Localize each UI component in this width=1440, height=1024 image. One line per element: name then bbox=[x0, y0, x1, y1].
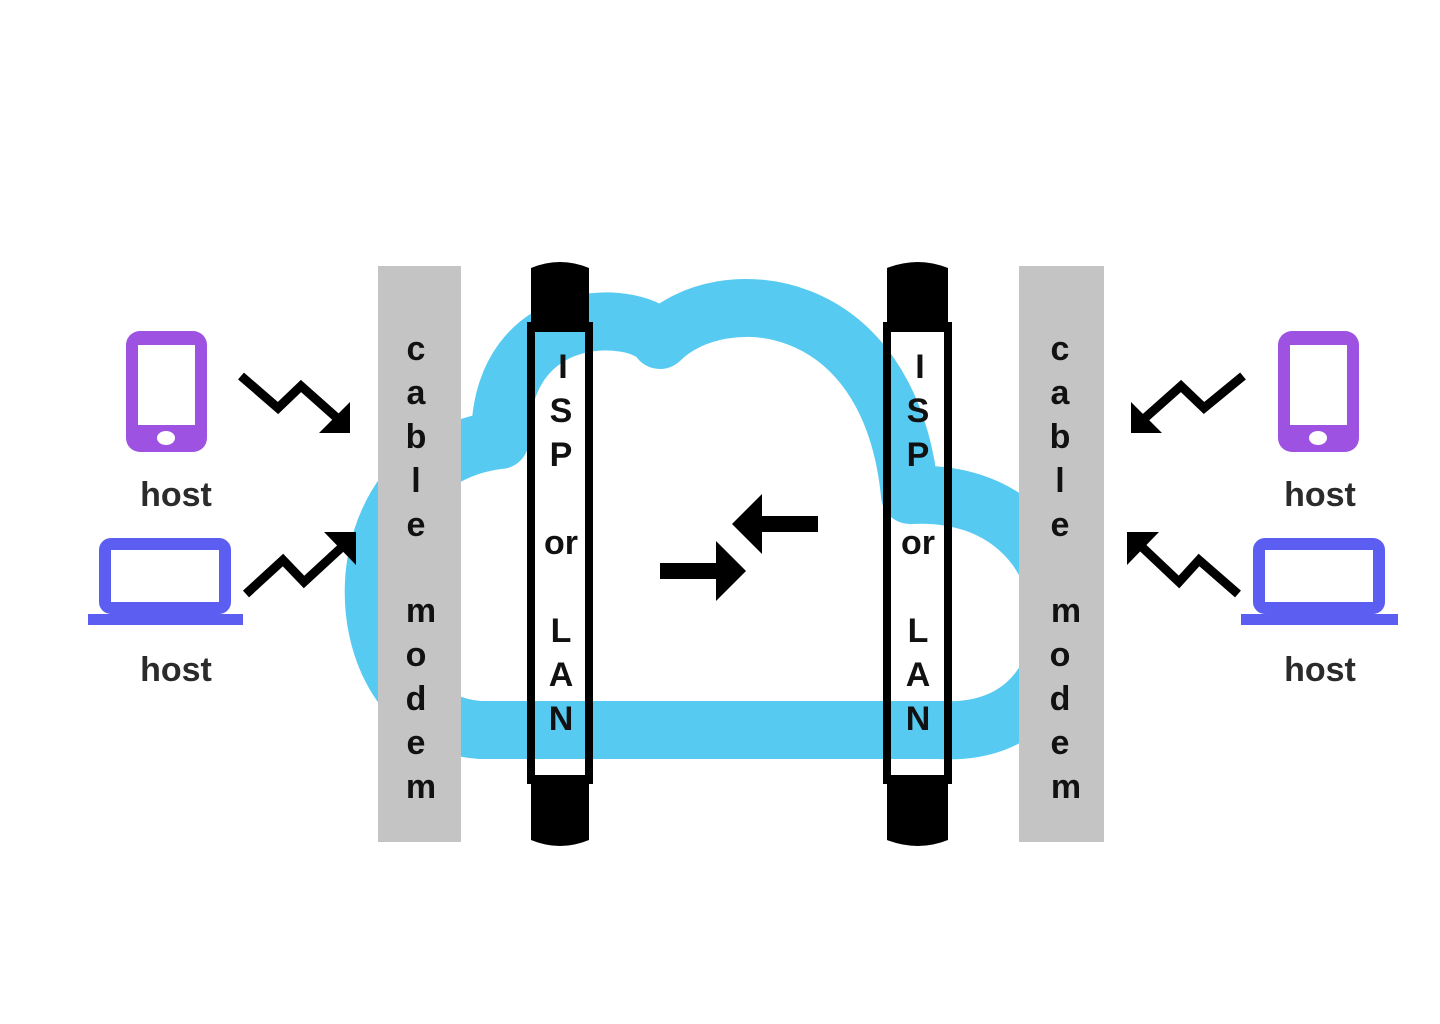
left-modem-char: d bbox=[406, 680, 427, 718]
right-laptop-icon bbox=[1241, 538, 1398, 625]
exchange-arrows-icon bbox=[660, 494, 818, 601]
right-isp-text: I S P or L A N bbox=[901, 348, 935, 738]
left-phone-host-label: host bbox=[140, 476, 212, 514]
link-arrow-icon-right-bottom bbox=[1127, 532, 1241, 598]
right-modem-char: e bbox=[1051, 724, 1070, 762]
right-phone-host-label: host bbox=[1284, 476, 1356, 514]
left-isp-char: L bbox=[551, 612, 572, 650]
left-modem-char: m bbox=[406, 592, 436, 630]
right-isp-char: N bbox=[906, 700, 931, 738]
right-laptop-host-label: host bbox=[1284, 651, 1356, 689]
right-isp-top-cap bbox=[887, 262, 948, 332]
left-modem-char: e bbox=[407, 506, 426, 544]
left-cable-modem bbox=[378, 266, 461, 842]
right-modem-char: a bbox=[1051, 374, 1071, 412]
right-cable-modem bbox=[1019, 266, 1104, 842]
link-arrow-icon-right-top bbox=[1131, 372, 1246, 433]
left-laptop-icon bbox=[88, 538, 243, 625]
left-isp-char: I bbox=[558, 348, 567, 386]
right-isp-frame bbox=[883, 322, 952, 784]
right-modem-char: l bbox=[1055, 462, 1064, 500]
right-isp-char: I bbox=[915, 348, 924, 386]
left-isp-char: A bbox=[549, 656, 574, 694]
right-isp-char: A bbox=[906, 656, 931, 694]
left-modem-char: l bbox=[411, 462, 420, 500]
right-modem-char: c bbox=[1051, 330, 1070, 368]
right-isp-char: S bbox=[907, 392, 930, 430]
link-arrow-icon-left-top bbox=[238, 372, 350, 433]
right-modem-char: m bbox=[1051, 768, 1081, 806]
right-isp-bottom-cap bbox=[887, 775, 948, 846]
left-isp-bottom-cap bbox=[531, 775, 589, 846]
right-modem-char: m bbox=[1051, 592, 1081, 630]
left-isp-text: I S P or L A N bbox=[544, 348, 578, 738]
left-isp-top-cap bbox=[531, 262, 589, 332]
left-modem-char: b bbox=[406, 418, 427, 456]
right-isp-lan-column bbox=[883, 262, 952, 846]
link-arrow-icon-left-bottom bbox=[242, 532, 356, 598]
right-modem-char: e bbox=[1051, 506, 1070, 544]
left-isp-char: N bbox=[549, 700, 574, 738]
left-isp-lan-column bbox=[527, 262, 593, 846]
right-phone-icon bbox=[1278, 331, 1359, 452]
right-modem-char: b bbox=[1050, 418, 1071, 456]
left-modem-text: c a b l e m o d e m bbox=[406, 330, 437, 806]
right-modem-char: d bbox=[1050, 680, 1071, 718]
left-modem-char: e bbox=[407, 724, 426, 762]
left-modem-char: a bbox=[407, 374, 427, 412]
right-modem-char: o bbox=[1050, 636, 1071, 674]
left-modem-char: m bbox=[406, 768, 436, 806]
left-phone-icon bbox=[126, 331, 207, 452]
left-modem-char: c bbox=[407, 330, 426, 368]
right-isp-char: or bbox=[901, 524, 935, 562]
left-isp-char: P bbox=[550, 436, 573, 474]
right-isp-char: L bbox=[908, 612, 929, 650]
left-isp-char: or bbox=[544, 524, 578, 562]
left-modem-char: o bbox=[406, 636, 427, 674]
right-isp-char: P bbox=[907, 436, 930, 474]
cloud-icon bbox=[344, 279, 1090, 760]
left-isp-frame bbox=[527, 322, 593, 784]
right-modem-text: c a b l e m o d e m bbox=[1050, 330, 1082, 806]
left-laptop-host-label: host bbox=[140, 651, 212, 689]
left-isp-char: S bbox=[550, 392, 573, 430]
